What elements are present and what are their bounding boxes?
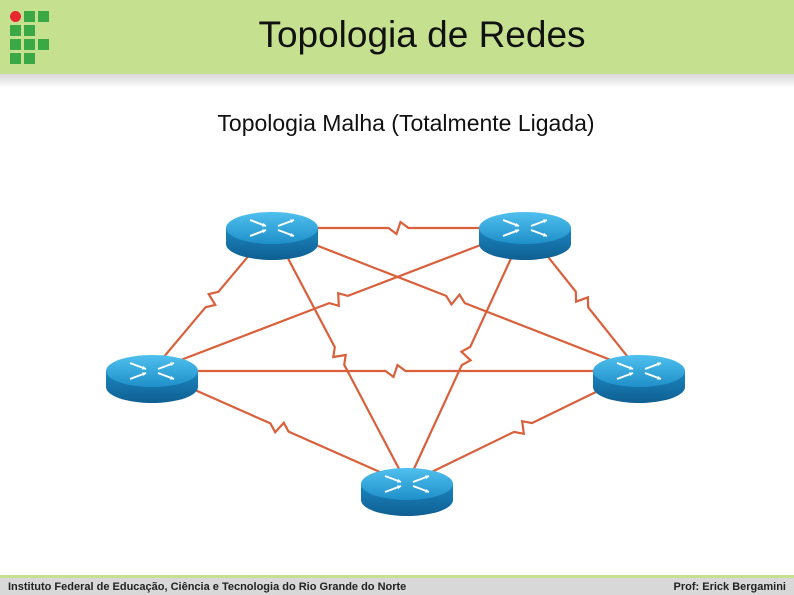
header-shadow bbox=[0, 74, 794, 88]
footer-author: Prof: Erick Bergamini bbox=[673, 581, 786, 593]
link-router-top-left-router-middle-left bbox=[151, 227, 273, 372]
page-title: Topologia de Redes bbox=[258, 14, 586, 55]
link-router-middle-right-router-bottom bbox=[406, 370, 640, 485]
link-router-top-right-router-bottom bbox=[406, 227, 526, 485]
header-bar bbox=[0, 0, 794, 74]
router-top-right-router-icon bbox=[479, 212, 571, 260]
router-group bbox=[106, 212, 685, 516]
router-bottom-router-icon bbox=[361, 468, 453, 516]
footer-bar: Instituto Federal de Educação, Ciência e… bbox=[0, 578, 794, 595]
link-router-middle-left-router-bottom bbox=[151, 369, 408, 486]
link-router-top-left-router-middle-right bbox=[271, 226, 640, 373]
slide-subtitle: Topologia Malha (Totalmente Ligada) bbox=[217, 110, 595, 136]
router-middle-left-router-icon bbox=[106, 355, 198, 403]
link-router-top-left-router-bottom bbox=[271, 227, 408, 485]
link-router-top-left-router-top-right bbox=[272, 220, 525, 236]
link-router-top-right-router-middle-right bbox=[524, 227, 640, 372]
link-group bbox=[151, 220, 640, 486]
router-top-left-router-icon bbox=[226, 212, 318, 260]
footer-institution: Instituto Federal de Educação, Ciência e… bbox=[8, 581, 407, 593]
link-router-top-right-router-middle-left bbox=[151, 226, 526, 373]
logo-red-dot bbox=[10, 11, 21, 22]
institution-logo bbox=[10, 11, 52, 64]
router-middle-right-router-icon bbox=[593, 355, 685, 403]
footer-line bbox=[0, 575, 794, 578]
link-router-middle-left-router-middle-right bbox=[152, 363, 639, 379]
